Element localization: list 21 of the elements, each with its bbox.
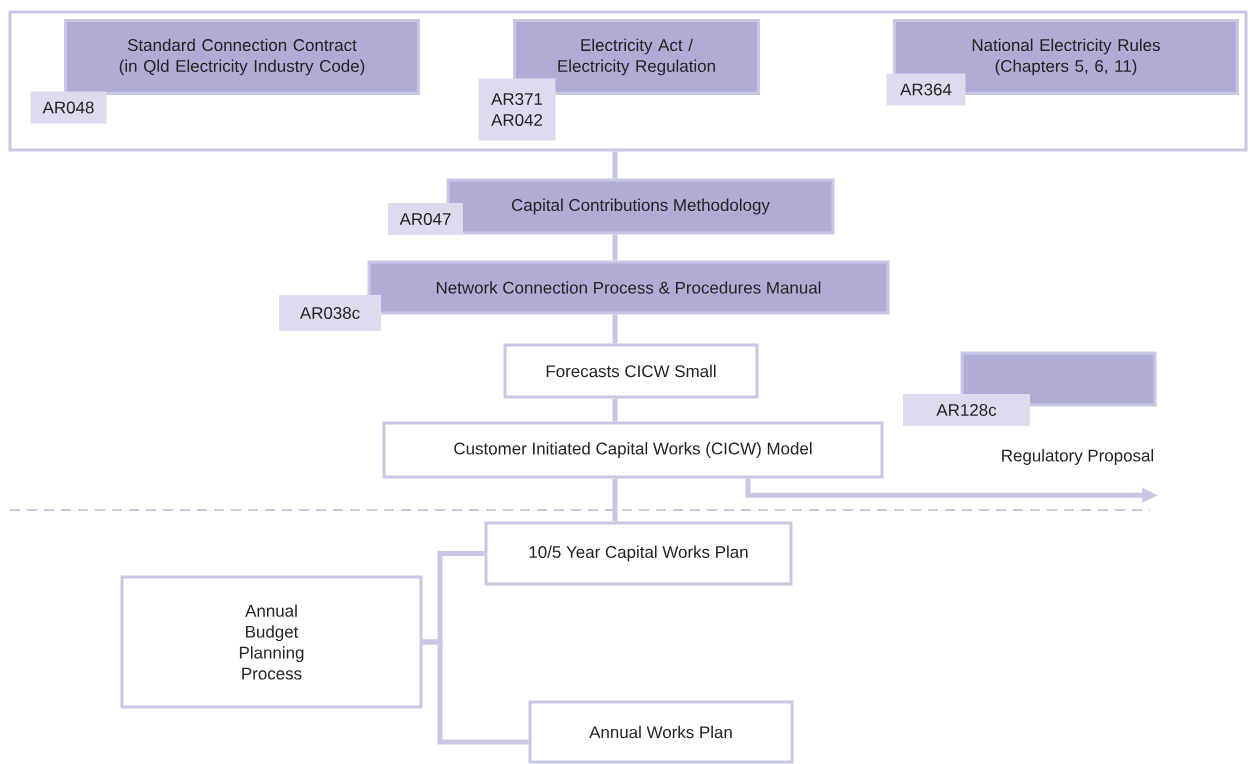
connector-line: [612, 151, 618, 179]
connector-line: [612, 398, 618, 422]
connector-line: [422, 639, 529, 745]
group-frame: [8, 10, 1248, 152]
process-box: Customer Initiated Capital Works (CICW) Model: [382, 421, 884, 479]
process-box: Annual Budget Planning Process: [120, 575, 423, 709]
reference-tag: AR047: [388, 203, 463, 235]
text-label: Regulatory Proposal: [1002, 449, 1154, 465]
reference-tag: AR371 AR042: [478, 78, 556, 141]
reference-tag: AR048: [30, 91, 107, 124]
connector-line: [612, 478, 618, 522]
connector-line: [612, 234, 618, 261]
process-box: 10/5 Year Capital Works Plan: [484, 521, 793, 586]
reference-tag: AR128c: [903, 394, 1030, 426]
process-box: Annual Works Plan: [528, 700, 794, 764]
document-box: Standard Connection Contract (in Qld Electricity Industry Code): [64, 19, 420, 95]
document-box: Network Connection Process & Procedures Manual: [367, 260, 890, 315]
connector-line: [612, 314, 618, 344]
reference-tag: AR364: [886, 73, 966, 106]
process-box: Forecasts CICW Small: [503, 343, 759, 399]
reference-tag: AR038c: [279, 295, 381, 331]
